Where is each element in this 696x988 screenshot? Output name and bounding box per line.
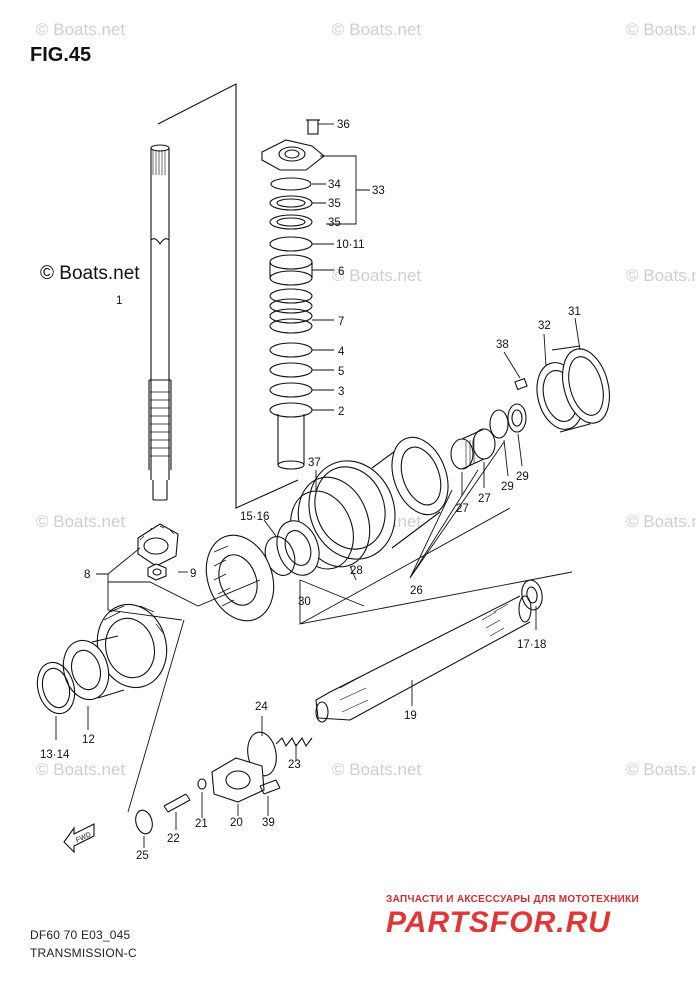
callout-27-a: 27 (456, 503, 469, 515)
part-bearing-30[interactable] (270, 515, 327, 581)
part-shim-10-11[interactable] (269, 236, 313, 252)
callout-22: 22 (167, 833, 180, 845)
callout-26: 26 (410, 585, 423, 597)
callout-32: 32 (538, 320, 551, 332)
callout-9: 9 (190, 568, 196, 580)
part-shim-13-14[interactable] (32, 658, 80, 718)
part-cover-nut-31[interactable] (551, 344, 617, 433)
callout-24: 24 (255, 701, 268, 713)
callout-35-a: 35 (328, 198, 341, 210)
part-washer-17-18[interactable] (520, 578, 545, 611)
part-pin-39[interactable] (259, 779, 281, 795)
brand-logo: PARTSFOR.RU (386, 906, 611, 939)
part-sleeve-2[interactable] (269, 402, 313, 470)
part-spring-23[interactable] (275, 736, 313, 748)
callout-5: 5 (338, 366, 344, 378)
callout-23: 23 (288, 759, 301, 771)
callout-21: 21 (195, 818, 208, 830)
callout-10-11: 10·11 (336, 239, 365, 251)
callout-4: 4 (338, 346, 345, 358)
part-ring-29[interactable] (489, 403, 527, 439)
callout-19: 19 (404, 710, 417, 722)
callout-33: 33 (372, 185, 385, 197)
callout-34: 34 (328, 179, 341, 191)
part-roller-bearing-27[interactable] (450, 428, 496, 470)
watermark-low-right: © Boats.net (626, 512, 696, 531)
part-ring-34[interactable] (270, 177, 312, 191)
watermark-mid-right: © Boats.net (626, 266, 696, 285)
part-spring-7[interactable] (269, 288, 313, 334)
part-ring-35a[interactable] (269, 195, 313, 211)
watermark-bottom-right: © Boats.net (626, 760, 696, 779)
callout-1: 1 (116, 295, 122, 307)
part-snap-ring-25[interactable] (133, 808, 155, 835)
part-pinion-gear-8[interactable] (137, 523, 179, 567)
fwd-arrow-icon (63, 823, 95, 854)
callout-29-b: 29 (516, 471, 529, 483)
part-shift-rod-22[interactable] (163, 793, 191, 813)
callout-25: 25 (136, 850, 149, 862)
callout-27-b: 27 (478, 493, 491, 505)
callout-13-14: 13·14 (40, 749, 70, 761)
callout-12: 12 (82, 734, 95, 746)
watermark-low-left: © Boats.net (36, 512, 126, 531)
watermark-bottom-center: © Boats.net (332, 760, 422, 779)
footer-model: DF60 70 E03_045 (30, 928, 131, 942)
watermark-top-left: © Boats.net (36, 20, 126, 39)
part-push-rod-21[interactable] (197, 778, 207, 790)
part-pin-24[interactable] (244, 730, 279, 778)
watermark-mid-center: © Boats.net (332, 266, 422, 285)
watermark-top-center: © Boats.net (332, 20, 422, 39)
part-clutch-dog-20[interactable] (211, 757, 265, 803)
callout-28: 28 (350, 565, 363, 577)
callout-15-16: 15·16 (240, 511, 269, 523)
watermark-top-right: © Boats.net (626, 20, 696, 39)
brand-subtitle: ЗАПЧАСТИ И АКСЕССУАРЫ ДЛЯ МОТОТЕХНИКИ (386, 894, 639, 905)
callout-37: 37 (308, 457, 321, 469)
part-nut-9[interactable] (147, 563, 167, 581)
part-propeller-shaft-19[interactable] (315, 595, 532, 723)
callout-3: 3 (338, 386, 344, 398)
callout-8: 8 (84, 569, 90, 581)
figure-title: FIG.45 (30, 44, 92, 66)
part-bolt-36[interactable] (306, 119, 320, 135)
part-forward-gear[interactable] (195, 526, 285, 631)
part-ring-4[interactable] (269, 342, 313, 358)
callout-38: 38 (496, 339, 509, 351)
part-ring-35b[interactable] (269, 214, 313, 230)
part-bearing-housing-26[interactable] (295, 430, 458, 572)
leader-bracket-shaft (157, 83, 299, 509)
part-ring-3[interactable] (269, 382, 313, 398)
callout-17-18: 17·18 (517, 639, 546, 651)
footer-section: TRANSMISSION-C (30, 946, 137, 960)
callout-31: 31 (568, 306, 581, 318)
callout-36: 36 (337, 119, 350, 131)
callout-7: 7 (338, 316, 344, 328)
callout-30: 30 (298, 596, 311, 608)
callout-20: 20 (230, 817, 243, 829)
callout-39: 39 (262, 817, 275, 829)
part-pump-case-33[interactable] (261, 139, 325, 171)
callout-2: 2 (338, 406, 344, 418)
part-key-38[interactable] (514, 377, 528, 391)
part-bearing-6[interactable] (269, 254, 313, 286)
part-drive-shaft[interactable] (148, 144, 172, 501)
copyright-notice: © Boats.net (40, 263, 140, 284)
watermark-bottom-left: © Boats.net (36, 760, 126, 779)
callout-35-b: 35 (328, 217, 341, 229)
callout-6: 6 (338, 266, 344, 278)
part-ring-5[interactable] (269, 362, 313, 378)
callout-29-a: 29 (501, 481, 514, 493)
